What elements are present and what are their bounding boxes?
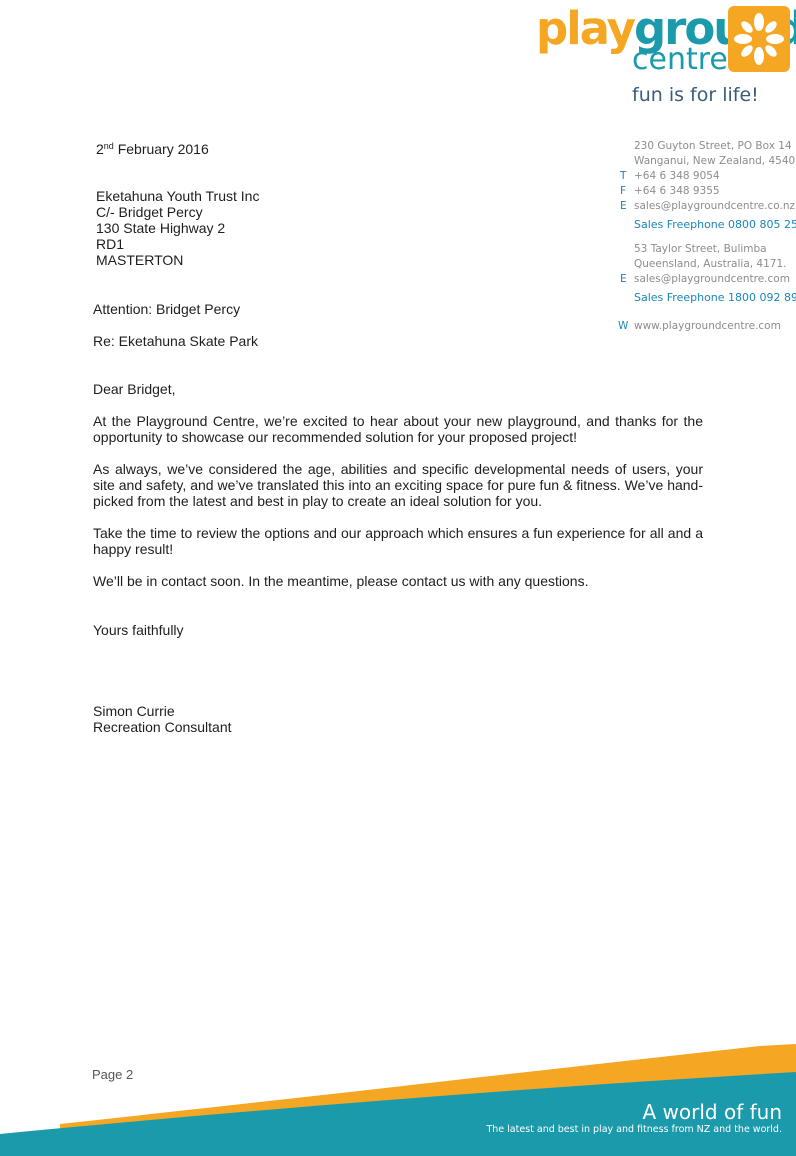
nz-email[interactable]: sales@playgroundcentre.co.nz — [634, 200, 796, 212]
email-key-nz: E — [620, 200, 627, 212]
recipient-line: MASTERTON — [96, 252, 184, 268]
logo-tagline: fun is for life! — [632, 84, 759, 106]
recipient-line: Eketahuna Youth Trust Inc — [96, 188, 260, 204]
recipient-address: Eketahuna Youth Trust Inc C/- Bridget Pe… — [96, 188, 259, 268]
footer-title: A world of fun — [642, 1100, 783, 1124]
signatory-title: Recreation Consultant — [93, 719, 232, 735]
body-paragraph: As always, we’ve considered the age, abi… — [93, 461, 703, 509]
letter-date: 2nd February 2016 — [96, 141, 209, 157]
nz-address-line-2: Wanganui, New Zealand, 4540. — [634, 155, 796, 167]
nz-freephone: Sales Freephone 0800 805 256 — [634, 218, 796, 231]
salutation: Dear Bridget, — [93, 381, 176, 397]
recipient-line: RD1 — [96, 236, 125, 252]
au-address-line-1: 53 Taylor Street, Bulimba — [634, 243, 767, 255]
subject-line: Re: Eketahuna Skate Park — [93, 333, 258, 349]
date-day: 2 — [96, 141, 104, 157]
date-rest: February 2016 — [113, 141, 209, 157]
fax-key: F — [620, 185, 627, 197]
footer-wave-banner — [0, 1044, 796, 1156]
phone-key: T — [620, 170, 627, 182]
website-key: W — [618, 320, 629, 332]
body-paragraph: Take the time to review the options and … — [93, 525, 703, 557]
nz-phone: +64 6 348 9054 — [634, 170, 720, 182]
recipient-line: 130 State Highway 2 — [96, 220, 226, 236]
footer-subtitle: The latest and best in play and fitness … — [486, 1124, 782, 1135]
page-number: Page 2 — [92, 1067, 134, 1082]
recipient-line: C/- Bridget Percy — [96, 204, 203, 220]
attention-line: Attention: Bridget Percy — [93, 301, 241, 317]
au-email[interactable]: sales@playgroundcentre.com — [634, 273, 790, 285]
logo-word-play: play — [536, 2, 636, 55]
logo-word-centre: centre — [632, 42, 728, 77]
date-suffix: nd — [103, 141, 114, 151]
au-address-line-2: Queensland, Australia, 4171. — [634, 258, 787, 270]
logo-flower-icon — [728, 6, 790, 72]
body-paragraph: We’ll be in contact soon. In the meantim… — [93, 573, 589, 589]
email-key-au: E — [620, 273, 627, 285]
nz-address-line-1: 230 Guyton Street, PO Box 14 — [634, 140, 792, 152]
au-freephone: Sales Freephone 1800 092 897 — [634, 291, 796, 304]
body-paragraph: At the Playground Centre, we’re excited … — [93, 413, 703, 445]
website-link[interactable]: www.playgroundcentre.com — [634, 320, 781, 332]
signatory-name: Simon Currie — [93, 703, 175, 719]
nz-fax: +64 6 348 9355 — [634, 185, 720, 197]
closing: Yours faithfully — [93, 622, 184, 638]
